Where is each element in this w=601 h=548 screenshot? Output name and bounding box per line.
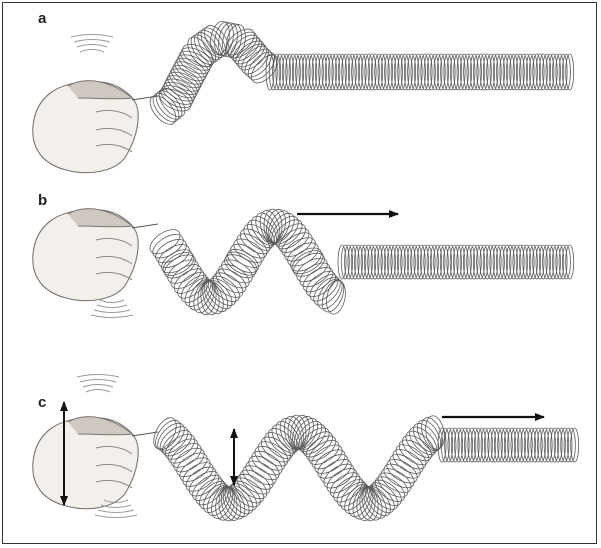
- hand-icon: [33, 417, 158, 509]
- motion-lines-icon: [71, 35, 113, 53]
- panel-b: [33, 207, 574, 317]
- panel-a: [33, 20, 574, 173]
- panel-c: [33, 375, 579, 523]
- slinky-spring: [149, 413, 579, 522]
- hand-icon: [33, 209, 158, 301]
- slinky-spring: [145, 20, 574, 129]
- motion-lines-icon: [91, 300, 133, 318]
- slinky-spring: [146, 207, 574, 316]
- hand-icon: [33, 81, 158, 173]
